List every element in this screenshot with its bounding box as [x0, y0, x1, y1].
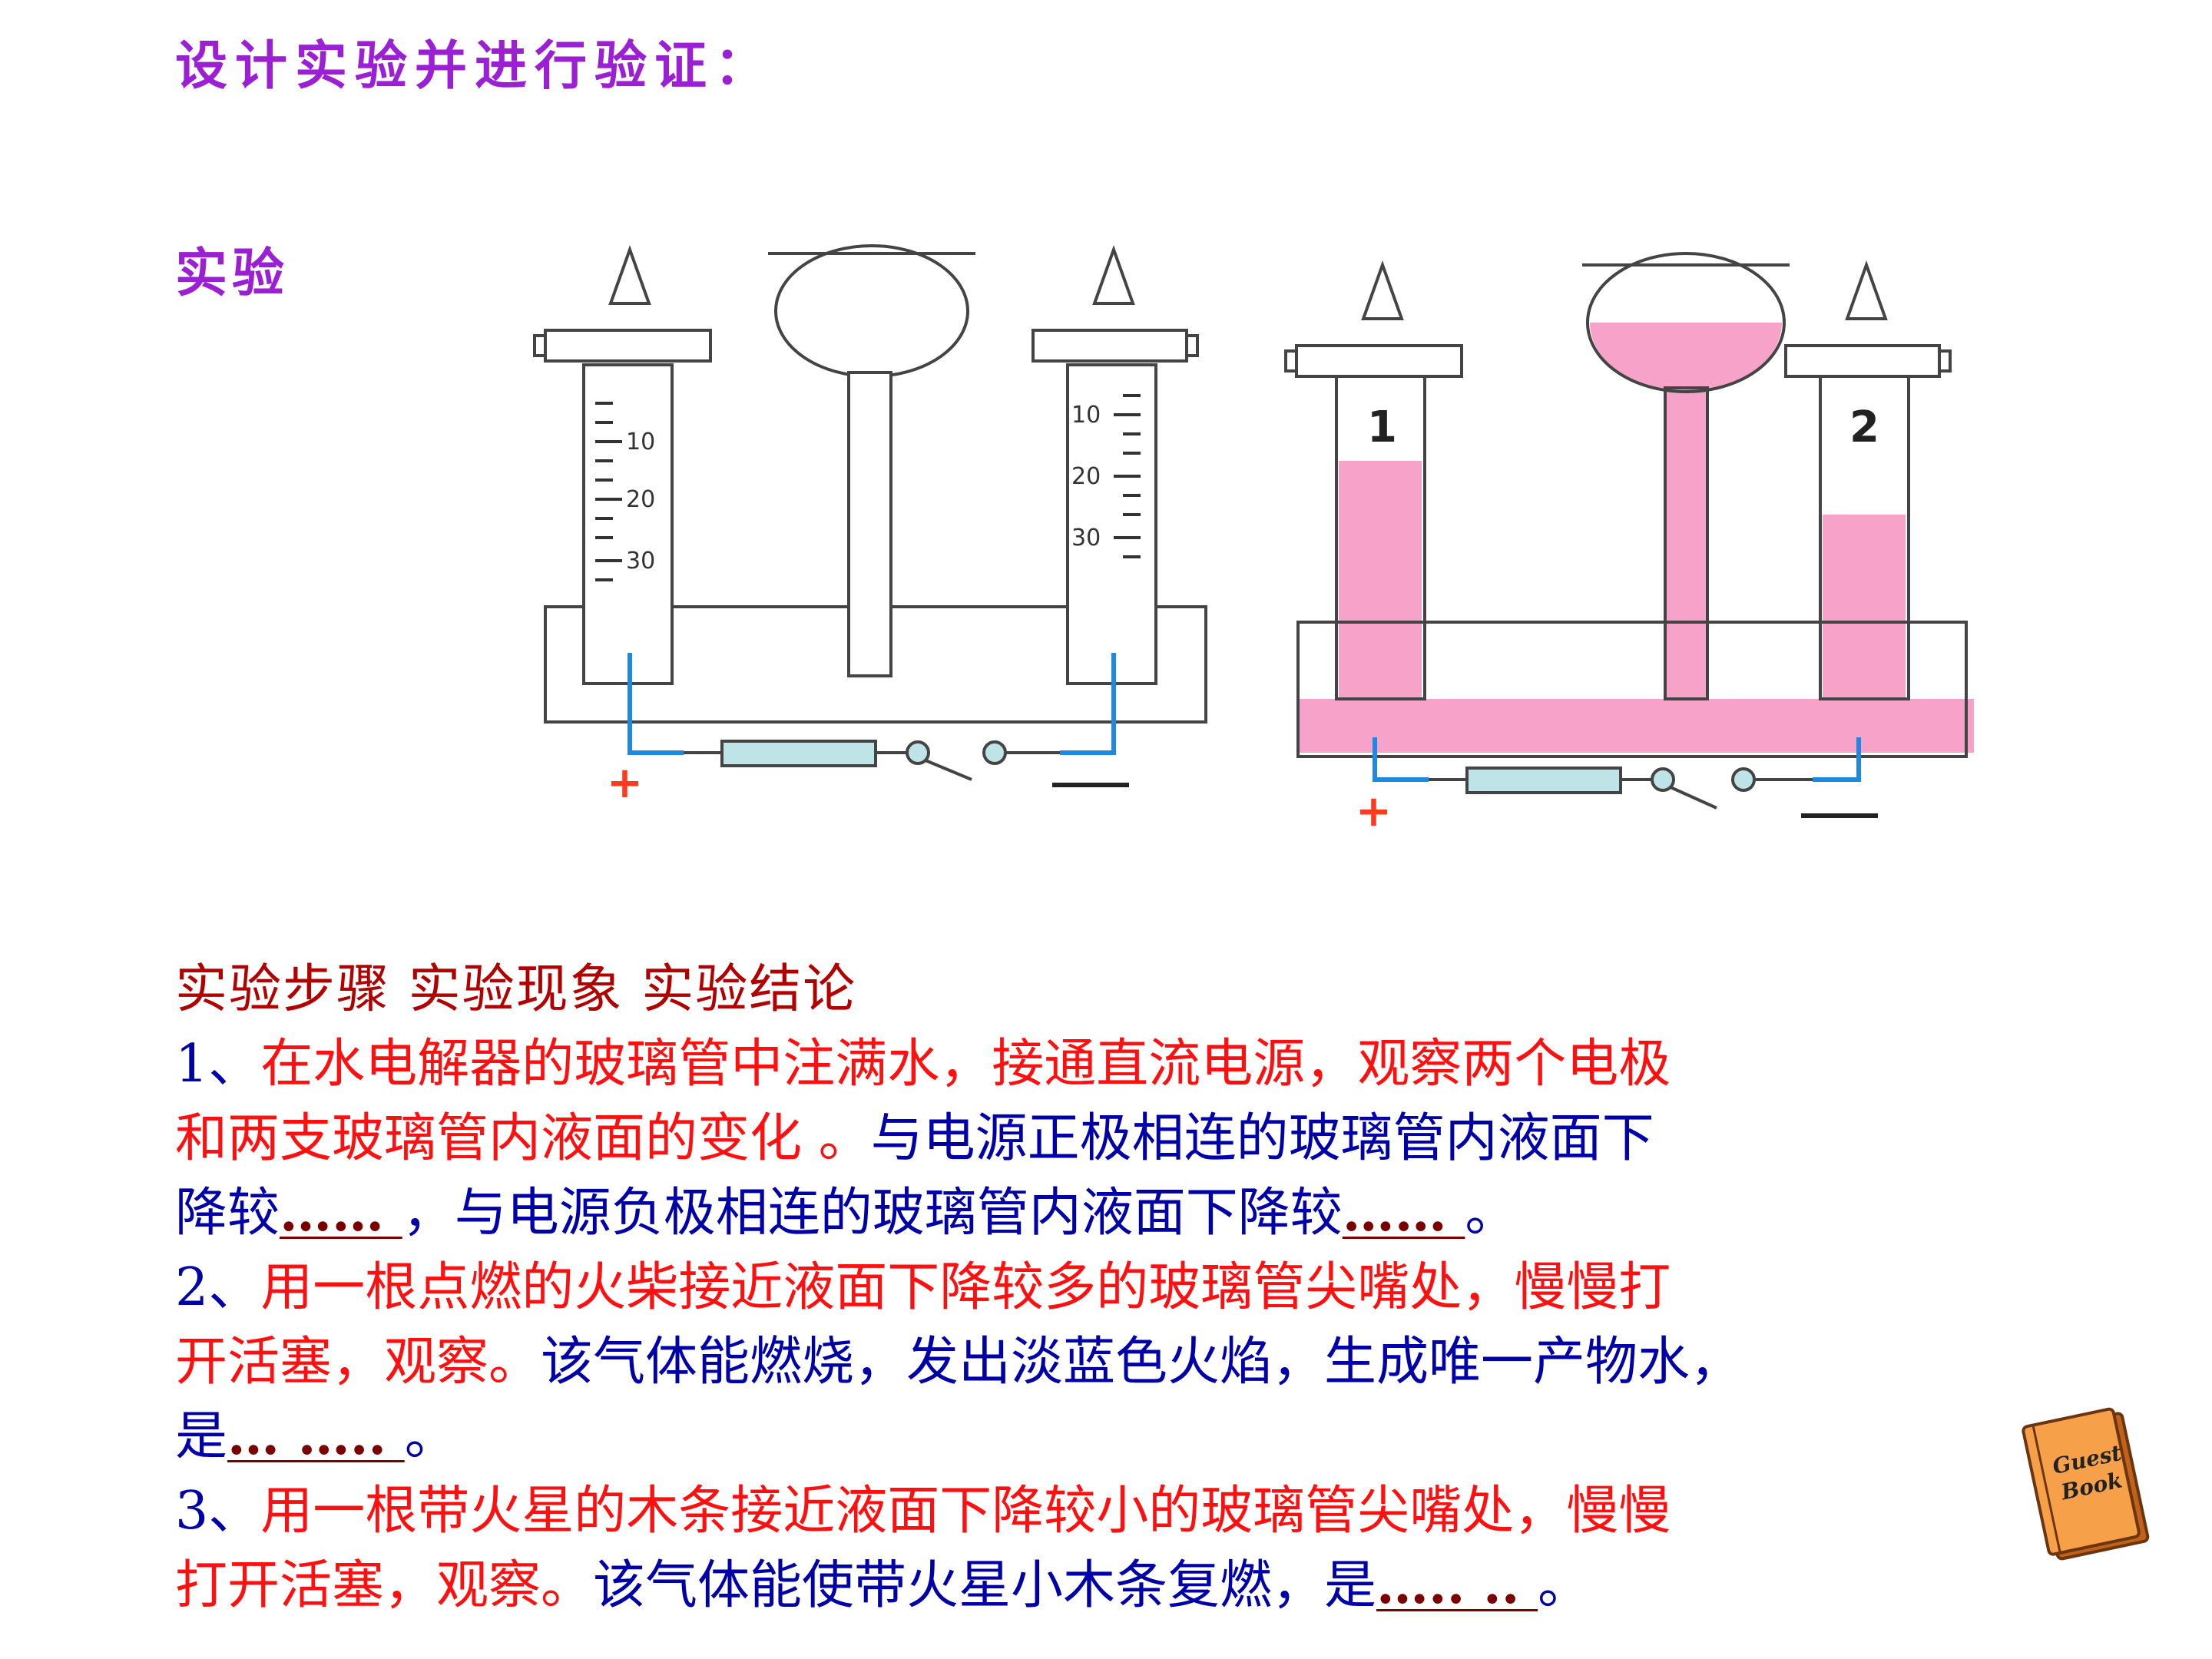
step-1-line-2: 和两支玻璃管内液面的变化 。与电源正极相连的玻璃管内液面下 — [175, 1108, 1654, 1169]
right-scale-30: 30 — [1071, 525, 1101, 551]
left-plus-sign: + — [607, 758, 643, 808]
left-apparatus — [533, 244, 1207, 724]
right-plus-sign: + — [1356, 786, 1392, 836]
blank-3: … ….. — [227, 1406, 405, 1467]
left-scale-30: 30 — [626, 548, 655, 575]
step-2-line-3: 是… ….. 。 — [175, 1406, 457, 1467]
column-header: 实验步骤 实验现象 实验结论 — [175, 959, 857, 1020]
tube-1-label: 1 — [1367, 402, 1397, 452]
experiment-text: 实验步骤 实验现象 实验结论 1、在水电解器的玻璃管中注满水，接通直流电源，观察… — [175, 952, 2080, 1623]
step-3-line-1: 3、用一根带火星的木条接近液面下降较小的玻璃管尖嘴处，慢慢 — [175, 1481, 1671, 1541]
blank-2: …… — [1342, 1182, 1465, 1243]
left-scale-20: 20 — [626, 486, 655, 513]
blank-4: ….. .. — [1376, 1555, 1538, 1616]
slide-title: 设计实验并进行验证： — [175, 36, 775, 97]
right-circuit — [1373, 737, 1861, 810]
experiment-subtitle: 实验 — [175, 243, 290, 304]
blank-1: …… — [280, 1182, 402, 1243]
left-circuit — [628, 653, 1116, 781]
step-2-line-1: 2、用一根点燃的火柴接近液面下降较多的玻璃管尖嘴处，慢慢打 — [175, 1257, 1671, 1318]
step-3-line-2: 打开活塞，观察。该气体能使带火星小木条复燃，是….. .. 。 — [175, 1555, 1591, 1616]
left-scale-ticks — [595, 394, 1141, 581]
tube-2-label: 2 — [1849, 402, 1879, 452]
left-scale-10: 10 — [626, 429, 655, 455]
step-2-line-2: 开活塞，观察。该气体能燃烧，发出淡蓝色火焰，生成唯一产物水， — [175, 1332, 1743, 1392]
right-scale-10: 10 — [1071, 402, 1101, 429]
electrolysis-figure: 10 20 30 10 20 30 + — [522, 230, 1997, 845]
right-scale-20: 20 — [1071, 463, 1101, 490]
step-1-line-3: 降较…… ，与电源负极相连的玻璃管内液面下降较…… 。 — [175, 1182, 1518, 1243]
step-1-line-1: 1、在水电解器的玻璃管中注满水，接通直流电源，观察两个电极 — [175, 1034, 1671, 1094]
guest-book-icon[interactable]: Guest Book — [2020, 1398, 2158, 1567]
right-apparatus: 1 2 — [1284, 252, 1974, 758]
